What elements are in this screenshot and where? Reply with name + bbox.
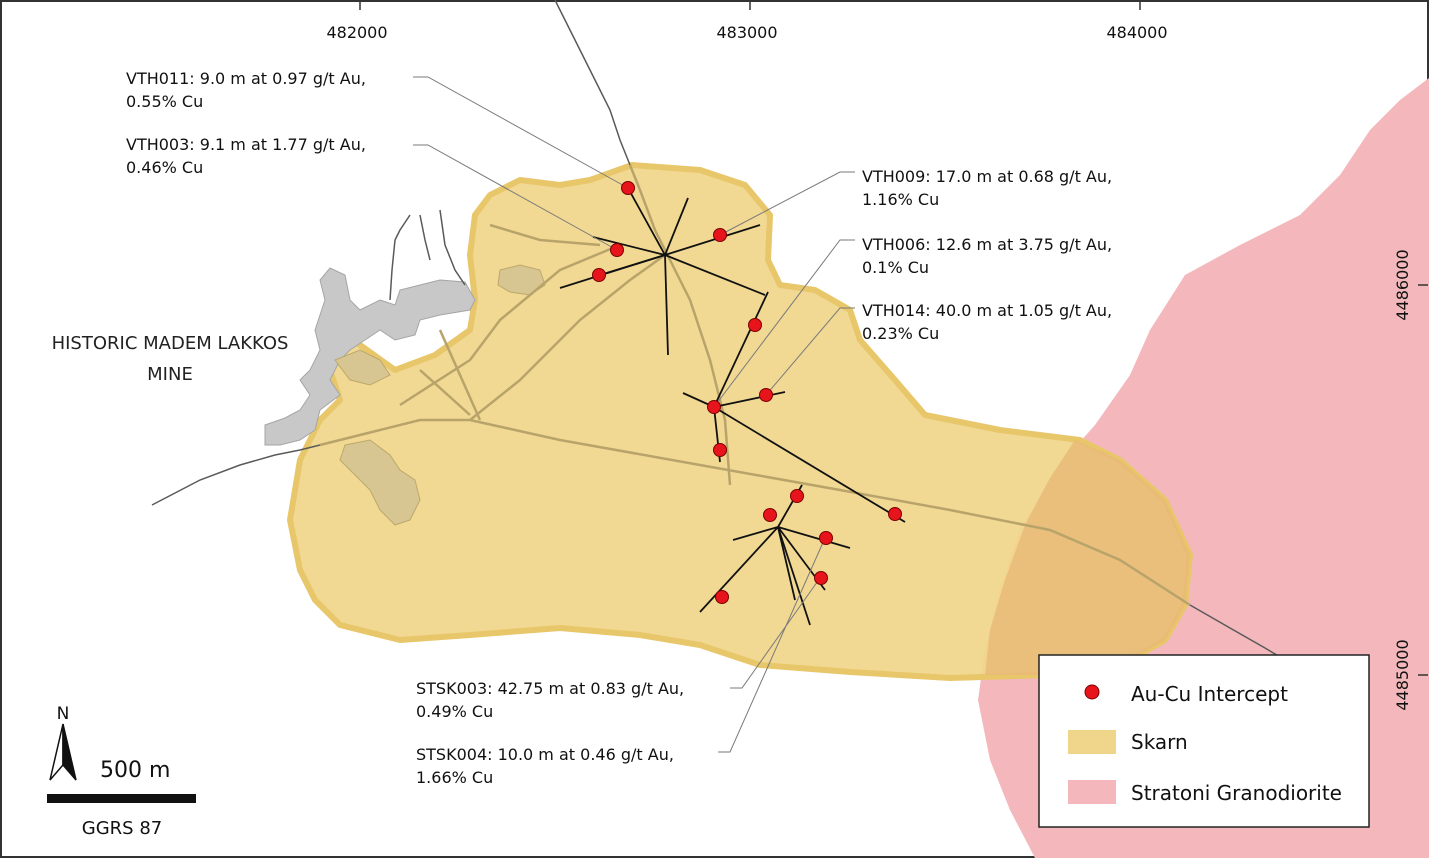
scale-bar: 500 m GGRS 87 xyxy=(47,758,196,839)
label-stsk004: STSK004: 10.0 m at 0.46 g/t Au, 1.66% Cu xyxy=(416,745,679,787)
label-vth009: VTH009: 17.0 m at 0.68 g/t Au, 1.16% Cu xyxy=(862,167,1117,209)
north-label: N xyxy=(57,704,70,724)
legend-granodiorite-symbol xyxy=(1068,780,1116,804)
intercept-labels: VTH011: 9.0 m at 0.97 g/t Au, 0.55% Cu V… xyxy=(126,69,1117,787)
intercept-point xyxy=(707,400,721,414)
label-vth006: VTH006: 12.6 m at 3.75 g/t Au, 0.1% Cu xyxy=(862,235,1117,277)
legend-intercept-label: Au-Cu Intercept xyxy=(1131,682,1288,706)
intercept-point xyxy=(763,508,777,522)
leader-lines xyxy=(413,76,855,753)
overlap-zone xyxy=(985,440,1190,675)
intercept-point xyxy=(713,443,727,457)
label-vth014: VTH014: 40.0 m at 1.05 g/t Au, 0.23% Cu xyxy=(862,301,1117,343)
intercept-point xyxy=(748,318,762,332)
crs-label: GGRS 87 xyxy=(82,818,162,839)
legend: Au-Cu Intercept Skarn Stratoni Granodior… xyxy=(1038,654,1370,828)
tick-x-483000: 483000 xyxy=(716,23,777,42)
tick-y-4486000: 4486000 xyxy=(1393,249,1412,320)
intercept-point xyxy=(713,228,727,242)
grid-ticks: 482000 483000 484000 4486000 4485000 xyxy=(326,1,1428,711)
north-arrow: N xyxy=(49,704,77,781)
svg-text:HISTORIC MADEM LAKKOS: HISTORIC MADEM LAKKOS xyxy=(52,333,289,354)
intercept-points xyxy=(592,181,902,604)
intercept-point xyxy=(759,388,773,402)
tunnels-in-skarn xyxy=(319,164,1191,607)
intercept-point xyxy=(790,489,804,503)
intercept-point xyxy=(715,590,729,604)
legend-granodiorite-label: Stratoni Granodiorite xyxy=(1131,781,1342,805)
historic-workings xyxy=(264,264,546,526)
tunnels xyxy=(151,0,1286,661)
legend-intercept-symbol xyxy=(1084,684,1100,700)
intercept-point xyxy=(610,243,624,257)
tick-x-482000: 482000 xyxy=(326,23,387,42)
legend-skarn-label: Skarn xyxy=(1131,730,1188,754)
tick-y-4485000: 4485000 xyxy=(1393,639,1412,710)
intercept-point xyxy=(888,507,902,521)
intercept-point xyxy=(621,181,635,195)
intercept-point xyxy=(814,571,828,585)
label-vth003: VTH003: 9.1 m at 1.77 g/t Au, 0.46% Cu xyxy=(126,135,371,177)
intercept-point xyxy=(592,268,606,282)
mine-label: HISTORIC MADEM LAKKOS MINE xyxy=(50,331,291,387)
intercept-point xyxy=(819,531,833,545)
svg-text:MINE: MINE xyxy=(147,364,193,385)
tick-x-484000: 484000 xyxy=(1106,23,1167,42)
scale-label: 500 m xyxy=(100,758,170,783)
label-vth011: VTH011: 9.0 m at 0.97 g/t Au, 0.55% Cu xyxy=(126,69,371,111)
label-stsk003: STSK003: 42.75 m at 0.83 g/t Au, 0.49% C… xyxy=(416,679,689,721)
legend-skarn-symbol xyxy=(1068,730,1116,754)
